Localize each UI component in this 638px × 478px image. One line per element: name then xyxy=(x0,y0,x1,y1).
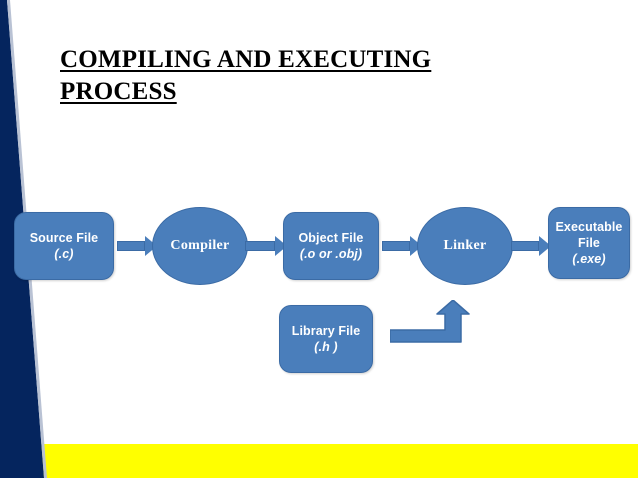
node-executable-file[interactable]: Executable File (.exe) xyxy=(548,207,630,279)
node-compiler[interactable]: Compiler xyxy=(152,207,248,285)
node-library-file[interactable]: Library File (.h ) xyxy=(279,305,373,373)
arrow-shaft xyxy=(117,241,145,251)
arrow-compiler-to-object xyxy=(245,236,287,256)
node-executable-file-ext: (.exe) xyxy=(572,252,606,266)
arrow-linker-to-executable xyxy=(511,236,551,256)
node-library-file-label: Library File xyxy=(291,324,361,338)
arrow-shaft xyxy=(511,241,539,251)
arrow-shaft xyxy=(245,241,275,251)
node-linker[interactable]: Linker xyxy=(417,207,513,285)
arrow-object-to-linker xyxy=(382,236,422,256)
node-source-file-ext: (.c) xyxy=(54,247,74,261)
page-title-line-2: PROCESS xyxy=(60,78,177,105)
node-source-file-label: Source File xyxy=(29,231,99,245)
node-executable-file-label: Executable xyxy=(555,220,623,234)
node-linker-label: Linker xyxy=(443,238,487,253)
node-object-file-ext: (.o or .obj) xyxy=(299,247,363,261)
page-title-line-1: COMPILING AND EXECUTING xyxy=(60,46,432,73)
page-title: COMPILING AND EXECUTING PROCESS xyxy=(60,44,490,108)
node-object-file[interactable]: Object File (.o or .obj) xyxy=(283,212,379,280)
node-compiler-label: Compiler xyxy=(170,238,230,253)
node-object-file-label: Object File xyxy=(298,231,364,245)
footer-accent-band xyxy=(0,444,638,478)
node-executable-file-label2: File xyxy=(578,236,600,250)
node-source-file[interactable]: Source File (.c) xyxy=(14,212,114,280)
arrow-shaft xyxy=(382,241,410,251)
arrow-library-to-linker xyxy=(390,300,470,343)
node-library-file-ext: (.h ) xyxy=(314,340,338,354)
arrow-source-to-compiler xyxy=(117,236,157,256)
